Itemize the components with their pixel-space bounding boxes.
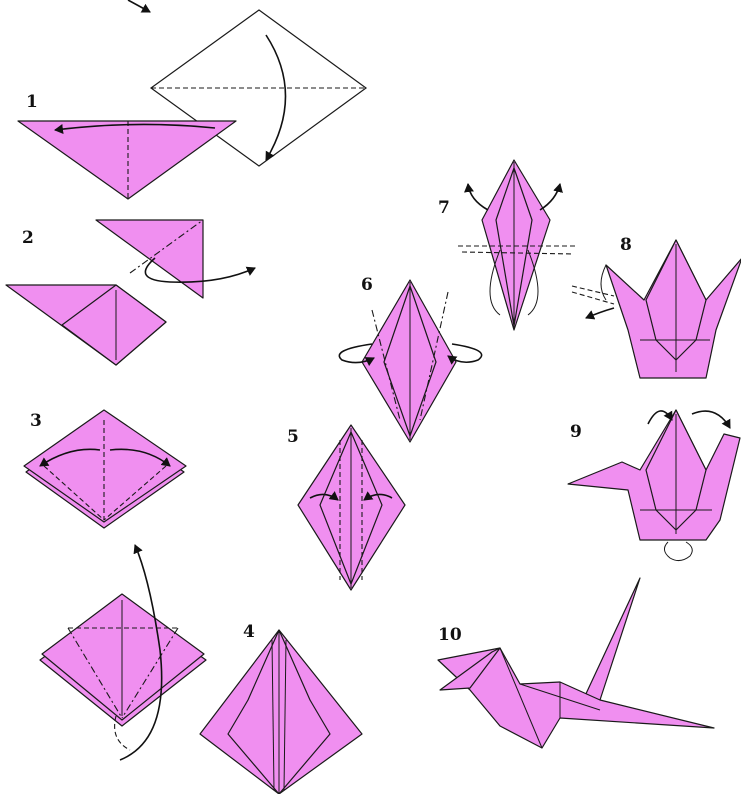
step-label-1: 1 — [26, 92, 38, 112]
step-9-wings — [567, 409, 741, 562]
step-3-kite-folds — [23, 409, 187, 529]
step-10-finished-crane — [437, 577, 715, 749]
step-label-10: 10 — [438, 625, 462, 645]
step-label-7: 7 — [438, 198, 450, 218]
step-label-9: 9 — [570, 422, 582, 442]
step-label-8: 8 — [620, 235, 632, 255]
step-label-4: 4 — [243, 622, 255, 642]
step-3b-petal-fold — [39, 544, 207, 761]
step-2-squash — [5, 219, 256, 366]
step-label-5: 5 — [287, 427, 299, 447]
step-0-square — [149, 9, 368, 167]
step-4-bird-base — [199, 629, 363, 794]
step-label-3: 3 — [30, 411, 42, 431]
step-1-triangle — [17, 120, 237, 200]
step-6-inside-reverse — [338, 279, 483, 443]
corner-arrow — [127, 0, 151, 13]
step-5-narrow-folds — [297, 424, 406, 591]
step-label-6: 6 — [361, 275, 373, 295]
step-7-neck-tail — [458, 159, 578, 331]
step-label-2: 2 — [22, 228, 34, 248]
step-8-head-fold — [571, 239, 741, 379]
